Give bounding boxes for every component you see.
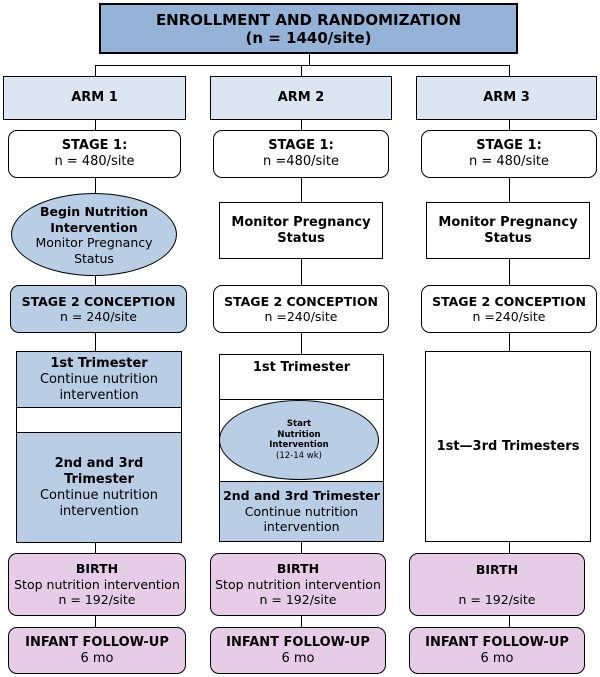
trimesters-title: 1st—3rd Trimesters	[436, 438, 580, 454]
birth-title: BIRTH	[276, 561, 320, 577]
trimester1-text: Continue nutrition intervention	[39, 371, 159, 403]
monitor-pregnancy-title: Monitor Pregnancy Status	[438, 214, 578, 246]
birth-text: Stop nutrition intervention	[14, 576, 180, 592]
trimester23-text: Continue nutrition intervention	[244, 503, 359, 535]
arm2-birth: BIRTH Stop nutrition intervention n = 19…	[210, 553, 386, 616]
trimester23-title: 2nd and 3rd Trimester	[54, 455, 144, 487]
start-weeks: (12-14 wk)	[276, 450, 322, 461]
arm1-trimester23: 2nd and 3rd Trimester Continue nutrition…	[17, 432, 181, 542]
stage2-title: STAGE 2 CONCEPTION	[21, 293, 176, 309]
followup-text: 6 mo	[480, 650, 514, 666]
arm3-stage2: STAGE 2 CONCEPTION n =240/site	[421, 285, 597, 333]
connector-header-down	[309, 53, 310, 66]
arm2-stage2: STAGE 2 CONCEPTION n =240/site	[213, 285, 389, 333]
arm1-stage1: STAGE 1: n = 480/site	[8, 130, 181, 178]
stage1-n: n =480/site	[263, 154, 339, 169]
trimester1-title: 1st Trimester	[252, 360, 351, 375]
monitor-pregnancy-text: Monitor Pregnancy Status	[35, 235, 153, 265]
stage1-n: n = 480/site	[468, 154, 550, 169]
connector-arm3-down	[509, 65, 510, 76]
arm2-start-nutrition-ellipse: Start Nutrition Intervention (12-14 wk)	[219, 400, 379, 480]
stage2-n: n = 240/site	[60, 309, 137, 324]
trimester23-text: Continue nutrition intervention	[39, 487, 159, 519]
arm1-label: ARM 1	[3, 76, 186, 120]
arm1-trimester1: 1st Trimester Continue nutrition interve…	[17, 352, 181, 408]
arm2-trimester1: 1st Trimester	[220, 355, 383, 381]
arm2-infant-followup: INFANT FOLLOW-UP 6 mo	[210, 627, 386, 674]
stage2-title: STAGE 2 CONCEPTION	[432, 293, 586, 309]
connector-arm2-down	[301, 65, 302, 76]
enrollment-header: ENROLLMENT AND RANDOMIZATION (n = 1440/s…	[99, 3, 518, 54]
header-title: ENROLLMENT AND RANDOMIZATION	[155, 10, 462, 29]
start-line3: Intervention	[269, 440, 329, 450]
trimester23-title: 2nd and 3rd Trimester	[223, 488, 380, 504]
arm2-label: ARM 2	[210, 76, 392, 120]
arm2-trimester23: 2nd and 3rd Trimester Continue nutrition…	[220, 481, 383, 541]
arm3-birth: BIRTH n = 192/site	[409, 553, 585, 616]
birth-title: BIRTH	[475, 562, 519, 577]
birth-n: n = 192/site	[259, 592, 337, 608]
stage2-n: n =240/site	[472, 309, 546, 324]
begin-nutrition-title: Begin Nutrition Intervention	[39, 204, 149, 235]
arm3-monitor-pregnancy: Monitor Pregnancy Status	[426, 202, 590, 259]
arm2-monitor-pregnancy: Monitor Pregnancy Status	[219, 202, 383, 259]
stage1-title: STAGE 1:	[476, 138, 542, 153]
connector-arm1-down	[95, 65, 96, 76]
arm1-begin-nutrition-ellipse: Begin Nutrition Intervention Monitor Pre…	[11, 193, 177, 276]
arm2-stage1: STAGE 1: n =480/site	[213, 130, 389, 178]
birth-n: n = 192/site	[58, 592, 136, 608]
arm3-infant-followup: INFANT FOLLOW-UP 6 mo	[409, 627, 585, 674]
start-line2: Nutrition	[277, 429, 321, 440]
birth-n: n = 192/site	[458, 591, 536, 607]
followup-title: INFANT FOLLOW-UP	[25, 634, 169, 650]
arm3-trimesters: 1st—3rd Trimesters	[425, 351, 591, 542]
stage1-title: STAGE 1:	[61, 138, 128, 153]
followup-title: INFANT FOLLOW-UP	[226, 634, 370, 650]
arm3-label: ARM 3	[416, 76, 597, 120]
trimester1-title: 1st Trimester	[50, 355, 148, 371]
arm3-stage1: STAGE 1: n = 480/site	[421, 130, 597, 178]
connector-horizontal	[95, 65, 510, 66]
stage1-title: STAGE 1:	[268, 138, 334, 153]
arm2-trimester-divider	[220, 399, 383, 400]
start-line1: Start	[286, 419, 312, 429]
birth-text: Stop nutrition intervention	[215, 576, 381, 592]
stage2-n: n =240/site	[264, 309, 338, 324]
arm1-birth: BIRTH Stop nutrition intervention n = 19…	[8, 553, 186, 616]
followup-text: 6 mo	[281, 650, 315, 666]
stage2-title: STAGE 2 CONCEPTION	[224, 293, 378, 309]
arm1-stage2: STAGE 2 CONCEPTION n = 240/site	[10, 285, 187, 333]
monitor-pregnancy-title: Monitor Pregnancy Status	[231, 214, 371, 246]
birth-title: BIRTH	[75, 561, 119, 577]
arm1-infant-followup: INFANT FOLLOW-UP 6 mo	[8, 627, 186, 674]
followup-title: INFANT FOLLOW-UP	[425, 634, 569, 650]
stage1-n: n = 480/site	[54, 154, 135, 169]
header-sample-size: (n = 1440/site)	[245, 28, 372, 47]
followup-text: 6 mo	[80, 650, 114, 666]
